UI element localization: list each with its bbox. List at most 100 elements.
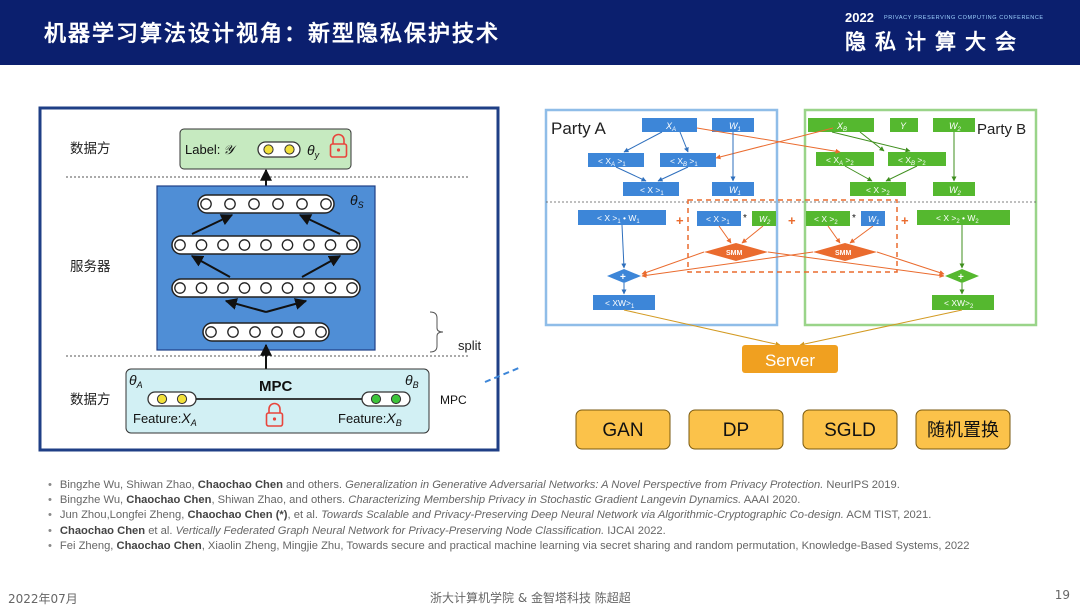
party-b-frame [803,108,1038,327]
svg-text:*: * [852,213,856,224]
technique-gan: GAN [575,409,671,450]
footer-author: 浙大计算机学院 & 金智塔科技 陈超超 [430,591,631,605]
theta-b-sub: B [413,380,419,390]
server-label: 服务器 [70,259,111,274]
data-party-top-label: 数据方 [70,141,111,156]
technique-sgld: SGLD [802,409,898,450]
svg-text:Label:𝒴: Label:𝒴 [185,142,237,157]
feature-b-sub: B [396,418,402,428]
svg-text:< X >1 • W1: < X >1 • W1 [597,213,640,225]
lock-icon [329,133,348,158]
svg-text:< X >1: < X >1 [706,214,730,226]
conference-name: 隐私计算大会 [845,30,1025,54]
node-xb [808,118,874,132]
svg-text:< XA >2: < XA >2 [826,155,854,167]
svg-text:< X >1: < X >1 [640,185,664,197]
theta-a: θ [129,372,137,388]
svg-text:Y: Y [900,121,907,131]
neuron [227,326,239,338]
svg-text:XA: XA [665,121,676,133]
neuron [346,282,358,294]
smm-node-1 [704,243,768,261]
label-text: Label: [185,142,220,157]
node-xb2 [888,152,946,166]
svg-text:SMM: SMM [726,250,743,257]
vertical-fl-protocol-diagram: Party A Party B XA W1 XB Y W2 < XA >1 < … [544,108,1038,450]
reference-item: Jun Zhou,Longfei Zheng, Chaochao Chen (*… [48,508,1058,523]
svg-text:随机置换: 随机置换 [927,420,999,440]
svg-text:XB: XB [836,121,847,133]
svg-text:θS: θS [350,192,364,210]
node-x2w2 [917,210,1010,225]
neuron [205,326,217,338]
node-y [890,118,918,132]
plus-node-b [945,269,979,283]
neuron [238,282,251,294]
node-xa [642,118,697,132]
reference-item: Bingzhe Wu, Shiwan Zhao, Chaochao Chen a… [48,478,1058,493]
neuron [260,282,272,294]
svg-text:θB: θB [405,372,419,390]
reference-item: Chaochao Chen et al. Vertically Federate… [48,524,1058,539]
theta-y-sub: y [314,150,320,160]
neuron [324,282,337,294]
theta-a-sub: A [136,380,143,390]
svg-text:+: + [620,272,626,283]
split-label: split [458,338,482,353]
party-a-label: Party A [551,119,606,138]
svg-text:W1: W1 [868,214,879,226]
svg-text:< XB >1: < XB >1 [670,156,698,168]
neuron [281,282,294,294]
neuron [217,239,229,251]
header-bar: 机器学习算法设计视角：新型隐私保护技术 2022 PRIVACY PRESERV… [0,0,1080,65]
node-xa1 [588,153,644,167]
feature-a-label: Feature: [133,411,181,426]
feature-b-label: Feature: [338,411,386,426]
svg-text:θA: θA [129,372,143,390]
party-b-label: Party B [977,121,1026,138]
svg-text:+: + [676,213,684,228]
mpc-center-label: MPC [259,378,293,395]
footer-date: 2022年07月 [8,592,78,606]
conference-year: 2022 [845,10,874,25]
feature-a-sub: A [190,418,197,428]
neuron [238,239,251,251]
neuron [224,198,236,210]
neuron [248,198,260,210]
network-layer-1 [197,194,335,214]
node-w1-smm [861,211,885,226]
neuron [249,326,261,338]
neuron [320,198,332,210]
neuron [281,239,294,251]
theta-b: θ [405,372,413,388]
neuron [303,282,315,294]
technique-dp: DP [688,409,784,450]
svg-text:W2: W2 [949,185,962,197]
svg-text:< XA >1: < XA >1 [598,156,626,168]
node-xa2 [816,152,874,166]
technique-random-permutation: 随机置换 [915,409,1011,450]
server-label: Server [765,351,815,370]
theta-s: θ [350,192,358,208]
node-w1b [712,182,754,196]
node-xw1 [593,295,655,310]
neuron [200,198,212,210]
network-layer-4 [202,322,330,342]
svg-text:+: + [788,213,796,228]
svg-text:DP: DP [723,420,749,441]
node-w2b [933,182,975,196]
page-number: 19 [1054,588,1070,602]
svg-text:Feature:XB: Feature:XB [338,410,402,428]
neuron [272,198,284,210]
neuron [296,198,308,210]
svg-text:*: * [743,213,747,224]
svg-text:θy: θy [307,142,320,160]
neuron [174,239,186,251]
node-xw2 [932,295,994,310]
svg-text:W2: W2 [759,214,771,226]
neuron [346,239,358,251]
svg-text:< X >2: < X >2 [866,185,890,197]
neuron [217,282,229,294]
svg-text:Feature:XA: Feature:XA [133,410,197,428]
svg-text:+: + [958,272,964,283]
